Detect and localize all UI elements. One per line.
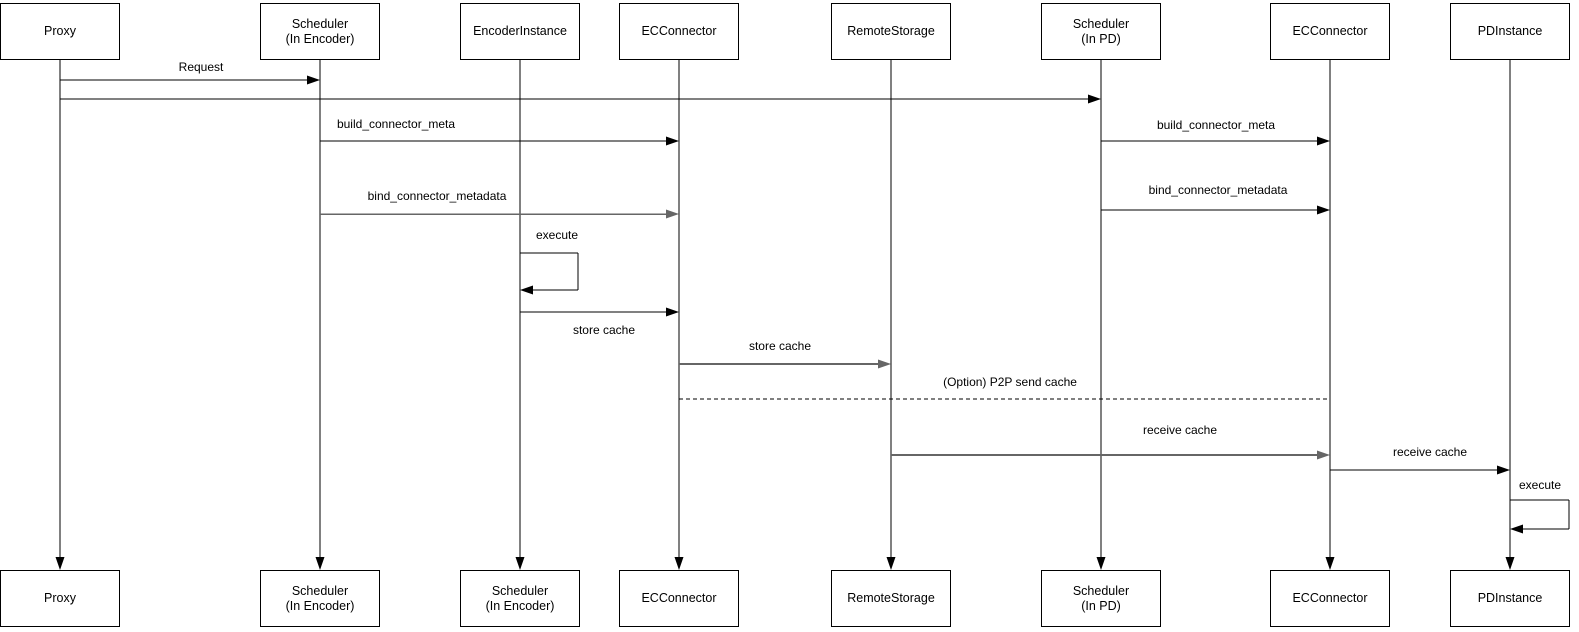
- message-arrowhead-request: [307, 75, 320, 85]
- lifeline-arrowhead-ec-connector-2: [1325, 557, 1335, 570]
- actor-label-line: Scheduler: [291, 16, 349, 31]
- actor-box-top-ec-connector-2: ECConnector: [1270, 3, 1390, 60]
- actor-box-bottom-scheduler-encoder: Scheduler(In Encoder): [260, 570, 380, 627]
- actor-label-line: RemoteStorage: [847, 591, 935, 605]
- actor-label-line: EncoderInstance: [473, 24, 567, 38]
- actor-label-line: Proxy: [44, 591, 76, 605]
- actor-box-top-ec-connector-1: ECConnector: [619, 3, 739, 60]
- actor-box-bottom-pd-instance: PDInstance: [1450, 570, 1570, 627]
- lifeline-arrowhead-remote-storage: [886, 557, 896, 570]
- actor-label-line: (In Encoder): [285, 598, 355, 613]
- actor-label-line: Scheduler: [1072, 583, 1130, 598]
- message-arrowhead-request-forward: [1088, 94, 1101, 104]
- self-message-arrowhead-execute-2: [1510, 524, 1523, 534]
- actor-box-bottom-remote-storage: RemoteStorage: [831, 570, 951, 627]
- message-arrowhead-receive-cache-1: [1317, 450, 1330, 460]
- message-label-build-connector-meta-1: build_connector_meta: [336, 117, 456, 131]
- lifeline-arrowhead-scheduler-pd: [1096, 557, 1106, 570]
- self-message-label-execute-2: execute: [1518, 478, 1562, 492]
- message-arrowhead-bind-connector-metadata-2: [1317, 205, 1330, 215]
- actor-box-bottom-scheduler-pd: Scheduler(In PD): [1041, 570, 1161, 627]
- self-message-arrowhead-execute-1: [520, 285, 533, 295]
- actor-label-line: ECConnector: [1292, 591, 1368, 605]
- message-arrowhead-receive-cache-2: [1497, 465, 1510, 475]
- actor-box-top-proxy: Proxy: [0, 3, 120, 60]
- actor-label-line: Scheduler: [291, 583, 349, 598]
- lifeline-arrowhead-proxy: [55, 557, 65, 570]
- actor-label-line: (In PD): [1081, 31, 1121, 46]
- message-arrowhead-build-connector-meta-2: [1317, 136, 1330, 146]
- message-label-p2p-send-cache: (Option) P2P send cache: [943, 375, 1077, 389]
- actor-box-top-encoder-instance: EncoderInstance: [460, 3, 580, 60]
- actor-label-line: (In PD): [1081, 598, 1121, 613]
- lifeline-arrowhead-encoder-instance: [515, 557, 525, 570]
- message-label-store-cache-2: store cache: [748, 339, 812, 353]
- actor-box-top-scheduler-pd: Scheduler(In PD): [1041, 3, 1161, 60]
- actor-label-line: PDInstance: [1477, 591, 1543, 605]
- message-arrowhead-build-connector-meta-1: [666, 136, 679, 146]
- actor-box-bottom-encoder-instance: Scheduler(In Encoder): [460, 570, 580, 627]
- actor-label-line: RemoteStorage: [847, 24, 935, 38]
- actor-label-line: ECConnector: [641, 24, 717, 38]
- actor-label-line: PDInstance: [1477, 24, 1543, 38]
- actor-label-line: Proxy: [44, 24, 76, 38]
- lifeline-arrowhead-scheduler-encoder: [315, 557, 325, 570]
- actor-box-top-pd-instance: PDInstance: [1450, 3, 1570, 60]
- actor-box-top-remote-storage: RemoteStorage: [831, 3, 951, 60]
- actor-label-line: Scheduler: [1072, 16, 1130, 31]
- actor-label-line: ECConnector: [641, 591, 717, 605]
- actor-box-bottom-proxy: Proxy: [0, 570, 120, 627]
- actor-label-line: Scheduler: [491, 583, 549, 598]
- message-label-request: Request: [178, 60, 224, 74]
- message-label-receive-cache-1: receive cache: [1142, 423, 1218, 437]
- actor-label-line: (In Encoder): [485, 598, 555, 613]
- message-label-bind-connector-metadata-1: bind_connector_metadata: [367, 189, 507, 203]
- message-label-bind-connector-metadata-2: bind_connector_metadata: [1148, 183, 1288, 197]
- actor-label-line: (In Encoder): [285, 31, 355, 46]
- actor-box-bottom-ec-connector-1: ECConnector: [619, 570, 739, 627]
- lifeline-arrowhead-pd-instance: [1505, 557, 1515, 570]
- message-arrowhead-store-cache-2: [878, 359, 891, 369]
- message-label-build-connector-meta-2: build_connector_meta: [1156, 118, 1276, 132]
- actor-box-bottom-ec-connector-2: ECConnector: [1270, 570, 1390, 627]
- message-label-store-cache-1: store cache: [572, 323, 636, 337]
- message-label-receive-cache-2: receive cache: [1392, 445, 1468, 459]
- message-arrowhead-bind-connector-metadata-1: [666, 209, 679, 219]
- actor-label-line: ECConnector: [1292, 24, 1368, 38]
- self-message-label-execute-1: execute: [535, 228, 579, 242]
- lifeline-arrowhead-ec-connector-1: [674, 557, 684, 570]
- message-arrowhead-store-cache-1: [666, 307, 679, 317]
- actor-box-top-scheduler-encoder: Scheduler(In Encoder): [260, 3, 380, 60]
